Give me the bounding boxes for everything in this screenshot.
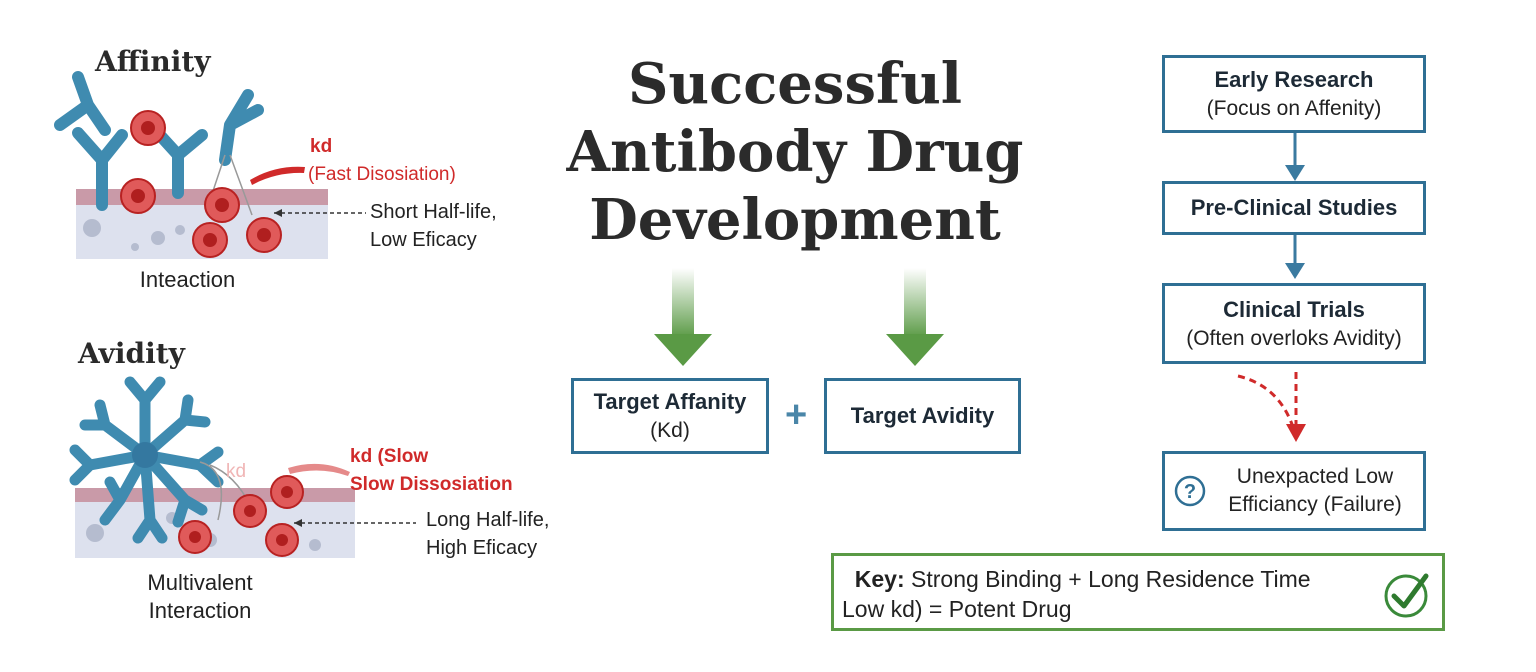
key-line1: Strong Binding + Long Residence Time — [904, 566, 1311, 592]
avidity-caption-line1: Multivalent — [147, 570, 253, 595]
flow-arrow-2 — [1285, 235, 1305, 279]
target-affinity-label: Target Affanity — [593, 389, 747, 414]
affinity-note-line2: Low Eficacy — [370, 229, 477, 251]
cell-membrane — [76, 189, 328, 205]
tissue-layer — [75, 498, 355, 558]
avidity-kd-line2: Slow Dissosiation — [350, 474, 513, 495]
step3-sub: (Often overloks Avidity) — [1186, 326, 1402, 350]
avidity-caption: Multivalent Interaction — [100, 569, 300, 625]
flow-step-early-research: Early Research (Focus on Affenity) — [1162, 55, 1426, 133]
flow-result-failure: ? Unexpacted Low Efficiancy (Failure) — [1162, 451, 1426, 531]
avidity-pointer-arrow — [294, 519, 416, 527]
step2-label: Pre-Clinical Studies — [1190, 195, 1398, 220]
result-line2: Efficiancy (Failure) — [1228, 493, 1402, 516]
key-text: Key: Strong Binding + Long Residence Tim… — [842, 564, 1311, 624]
dissociation-swoosh — [250, 166, 305, 185]
green-arrow-right — [886, 268, 944, 366]
result-text: Unexpacted Low Efficiancy (Failure) — [1207, 463, 1423, 519]
antibody-core — [132, 442, 158, 468]
dissociation-swoosh — [288, 463, 350, 476]
step3-label: Clinical Trials — [1223, 296, 1365, 322]
avidity-note-line1: Long Half-life, — [426, 509, 550, 531]
target-avidity-label: Target Avidity — [850, 403, 995, 428]
failure-dashed-arrow — [1237, 372, 1306, 442]
result-line1: Unexpacted Low — [1236, 465, 1394, 488]
affinity-pointer-arrow — [274, 209, 366, 217]
green-arrow-left — [654, 268, 712, 366]
title-line3: Development — [589, 187, 1001, 253]
avidity-caption-line2: Interaction — [148, 598, 252, 623]
target-avidity-box: Target Avidity — [824, 378, 1021, 454]
plus-sign: + — [785, 394, 808, 436]
affinity-note-line1: Short Half-life, — [370, 201, 497, 223]
affinity-kd-desc: (Fast Disosiation) — [308, 164, 456, 185]
affinity-illustration — [54, 71, 328, 259]
step1-sub: (Focus on Affenity) — [1206, 97, 1382, 120]
antigen-cell-icon — [120, 110, 282, 258]
question-icon: ? — [1174, 475, 1206, 507]
affinity-title: Affinity — [95, 45, 211, 78]
key-box: Key: Strong Binding + Long Residence Tim… — [831, 553, 1445, 631]
avidity-kd-faint: kd — [226, 461, 247, 482]
avidity-note-line2: High Eficacy — [426, 537, 538, 559]
key-bold: Key: — [854, 566, 905, 592]
affinity-caption: Inteaction — [139, 267, 236, 292]
title-line1: Successful — [627, 51, 963, 117]
step1-label: Early Research — [1214, 67, 1374, 92]
target-affinity-box: Target Affanity (Kd) — [571, 378, 769, 454]
avidity-kd-line1: kd (Slow — [350, 446, 429, 467]
flow-step-preclinical: Pre-Clinical Studies — [1162, 181, 1426, 235]
antigen-cell-icon — [178, 475, 304, 557]
key-line2: Low kd) = Potent Drug — [842, 596, 1072, 622]
target-affinity-sub: (Kd) — [650, 419, 690, 442]
affinity-note: Short Half-life, Low Eficacy — [370, 198, 497, 254]
svg-text:?: ? — [1184, 481, 1196, 503]
flow-arrow-1 — [1285, 133, 1305, 181]
title-line2: Antibody Drug — [566, 119, 1024, 185]
avidity-illustration — [69, 376, 355, 558]
affinity-kd-label: kd — [310, 136, 333, 157]
avidity-title: Avidity — [78, 337, 185, 370]
antibody-icon — [54, 71, 264, 211]
page-title: Successful Antibody Drug Development — [560, 50, 1030, 254]
flow-step-clinical-trials: Clinical Trials (Often overloks Avidity) — [1162, 283, 1426, 364]
checkmark-icon — [1384, 573, 1429, 618]
avidity-note: Long Half-life, High Eficacy — [426, 506, 549, 562]
